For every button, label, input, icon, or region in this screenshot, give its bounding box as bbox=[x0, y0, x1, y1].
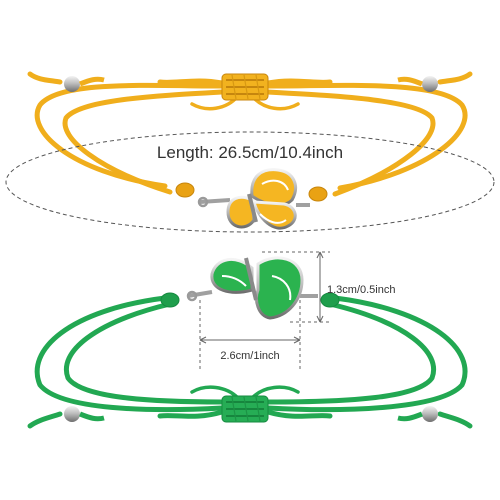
green-butterfly-charm bbox=[186, 256, 318, 320]
green-side-knots bbox=[160, 292, 340, 308]
charm-dimension-lines bbox=[199, 251, 330, 372]
yellow-end-bead-right bbox=[422, 76, 438, 92]
charm-width-label: 2.6cm/1inch bbox=[220, 350, 280, 362]
length-label: Length: 26.5cm/10.4inch bbox=[156, 143, 344, 162]
green-sliding-knot bbox=[221, 395, 269, 423]
charm-height-label: 1.3cm/0.5inch bbox=[327, 284, 396, 296]
yellow-sliding-knot bbox=[221, 73, 269, 101]
yellow-bracelet bbox=[27, 71, 473, 202]
yellow-end-bead-left bbox=[64, 76, 80, 92]
yellow-cord bbox=[27, 71, 473, 197]
yellow-butterfly-charm bbox=[197, 168, 310, 230]
green-end-bead-left bbox=[64, 406, 80, 422]
length-measure-ellipse bbox=[5, 131, 495, 233]
yellow-side-knots bbox=[175, 182, 328, 202]
green-cord bbox=[27, 295, 473, 429]
green-end-bead-right bbox=[422, 406, 438, 422]
green-bracelet bbox=[27, 292, 473, 429]
